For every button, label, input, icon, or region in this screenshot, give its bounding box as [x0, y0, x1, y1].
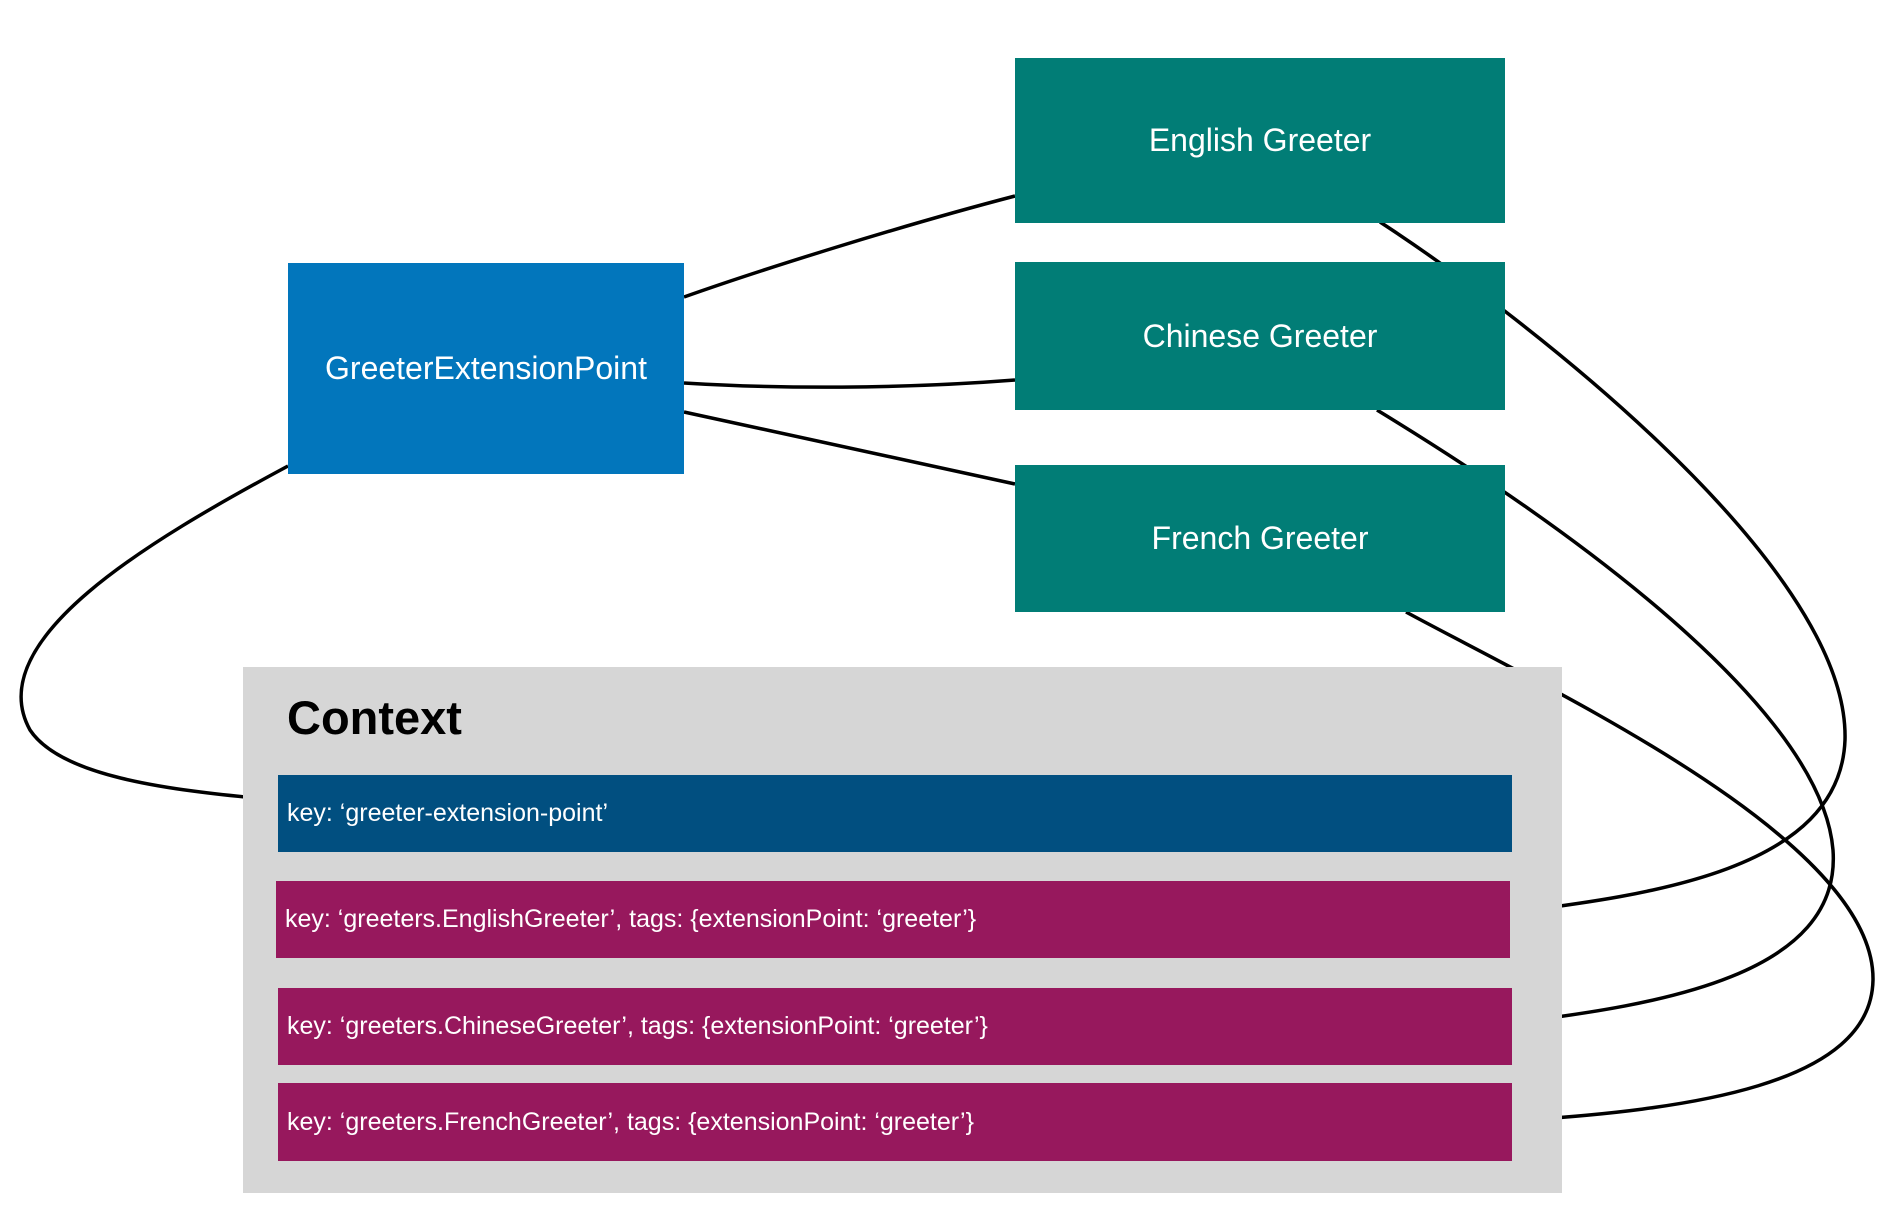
- binding-label: key: ‘greeters.ChineseGreeter’, tags: {e…: [287, 1012, 988, 1040]
- binding-english-greeter: key: ‘greeters.EnglishGreeter’, tags: {e…: [276, 881, 1510, 958]
- binding-greeter-extension-point: key: ‘greeter-extension-point’: [278, 775, 1512, 852]
- edge-extension-point-to-english: [683, 194, 1016, 299]
- chinese-greeter-label: Chinese Greeter: [1142, 317, 1378, 354]
- edge-extension-point-to-french: [683, 410, 1016, 486]
- french-greeter-label: French Greeter: [1151, 520, 1369, 556]
- chinese-greeter-box: Chinese Greeter: [1015, 262, 1505, 410]
- english-greeter-label: English Greeter: [1148, 122, 1372, 158]
- binding-label: key: ‘greeters.FrenchGreeter’, tags: {ex…: [287, 1107, 974, 1136]
- edge-extension-point-to-chinese: [683, 378, 1016, 389]
- greeter-extension-point-label: GreeterExtensionPoint: [325, 350, 647, 386]
- binding-label: key: ‘greeter-extension-point’: [287, 799, 608, 827]
- greeter-extension-point-box: GreeterExtensionPoint: [288, 263, 684, 474]
- english-greeter-box: English Greeter: [1015, 58, 1505, 223]
- binding-french-greeter: key: ‘greeters.FrenchGreeter’, tags: {ex…: [278, 1083, 1512, 1161]
- context-title: Context: [287, 691, 462, 744]
- french-greeter-box: French Greeter: [1015, 465, 1505, 612]
- binding-chinese-greeter: key: ‘greeters.ChineseGreeter’, tags: {e…: [278, 988, 1512, 1065]
- binding-label: key: ‘greeters.EnglishGreeter’, tags: {e…: [285, 905, 977, 933]
